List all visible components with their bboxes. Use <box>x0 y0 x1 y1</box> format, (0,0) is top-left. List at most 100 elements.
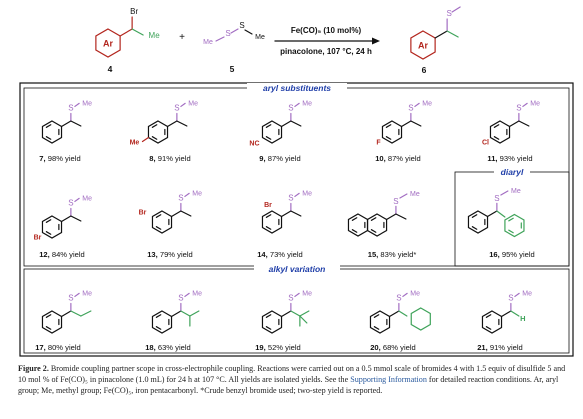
compound-12-yield-caption: 12, 84% yield <box>39 250 85 259</box>
caption-text-1: Bromide coupling partner scope in cross-… <box>18 364 566 384</box>
compound-number: 12, <box>39 250 52 259</box>
compound-13-ring-double-bond <box>155 214 162 218</box>
compound-11-sulfur-label: S <box>516 103 521 112</box>
compound-13-sme-bond <box>184 192 190 198</box>
compound-10-methyl-bond <box>410 120 422 127</box>
compound-13-yield-caption: 13, 79% yield <box>147 250 193 259</box>
product-6-me-bond <box>446 30 459 38</box>
compound-17-ring-double-bond <box>45 326 52 330</box>
compound-20-benzylic-bond <box>388 310 400 318</box>
compound-18-sme-label: Me <box>192 290 202 297</box>
compound-11-cl-label: Cl <box>482 140 489 147</box>
compound-16-sulfur-label: S <box>494 194 499 203</box>
compound-17-sme-label: Me <box>82 290 92 297</box>
compound-14-yield-caption: 14, 73% yield <box>257 250 303 259</box>
compound-21-benzylic-bond <box>500 310 512 318</box>
compound-21-yield-caption: 21, 91% yield <box>477 343 523 352</box>
compound-9-cn-label: NC <box>249 141 259 148</box>
compound-12-sulfur-label: S <box>68 198 73 207</box>
alkyl-section-title-bg <box>254 264 340 275</box>
product-6-sme-bond <box>451 6 461 13</box>
compound-16-ring-b-double-bond <box>508 217 514 222</box>
compound-20-sulfur-label: S <box>396 293 401 302</box>
compound-15-ring-a-double-bond <box>351 229 358 233</box>
compound-12-ring-double-bond <box>45 219 52 223</box>
compound-17-ring-double-bond <box>45 314 52 318</box>
compound-20-ring-double-bond <box>373 326 380 330</box>
compound-19-benzylic-bond <box>280 310 292 318</box>
compound-9-sulfur-label: S <box>288 103 293 112</box>
compound-21-ring-double-bond <box>485 314 492 318</box>
compound-20-yield-caption: 20, 68% yield <box>370 343 416 352</box>
compound-14-benzylic-bond <box>280 210 292 218</box>
compound-14-ring-double-bond <box>265 214 272 218</box>
compound-21-h-label: H <box>520 314 525 323</box>
compound-12-benzylic-bond <box>60 215 72 223</box>
compound-19-tbu-bond <box>290 310 301 317</box>
compound-17-ethyl-bond-2 <box>80 310 92 317</box>
compound-14-ring-double-bond <box>265 226 272 230</box>
compound-19-sulfur-label: S <box>288 293 293 302</box>
compound-16-me-label: Me <box>511 188 521 195</box>
compound-12-br-label: Br <box>34 235 42 242</box>
compound-21-sme-label: Me <box>522 290 532 297</box>
reactant-4-bond <box>119 28 133 37</box>
compound-11-benzylic-bond <box>508 120 520 128</box>
compound-number: 15, <box>368 250 381 259</box>
reagent-catalyst: Fe(CO)₅ (10 mol%) <box>291 26 362 35</box>
reactant-5-s2: S <box>239 21 244 30</box>
compound-21-sme-bond <box>514 292 520 298</box>
compound-10-yield-caption: 10, 87% yield <box>375 154 421 163</box>
compound-18-benzylic-bond <box>170 310 182 318</box>
compound-18-yield-caption: 18, 63% yield <box>145 343 191 352</box>
reactant-5-s1: S <box>225 29 230 38</box>
compound-12-methyl-bond <box>70 215 82 222</box>
compound-20-cy-bond <box>398 310 408 317</box>
compound-21-sulfur-label: S <box>508 293 513 302</box>
compound-18-ipr-bond <box>180 310 191 317</box>
compound-16-aryl-bond <box>496 210 506 218</box>
compound-10-ring-double-bond <box>385 124 392 128</box>
compound-13-br-label: Br <box>139 210 147 217</box>
compound-19-sme-bond <box>294 292 300 298</box>
reactant-5-number: 5 <box>230 64 235 74</box>
compound-14-sme-label: Me <box>302 190 312 197</box>
compound-8-methyl-bond <box>176 120 188 127</box>
aryl-section-title: aryl substituents <box>263 83 331 93</box>
compound-10-ring-double-bond <box>385 136 392 140</box>
product-6-number: 6 <box>422 65 427 75</box>
compound-8-yield-caption: 8, 91% yield <box>149 154 190 163</box>
compound-yield: 98% yield <box>48 154 81 163</box>
compound-20-cyclohexyl <box>410 307 431 331</box>
compound-number: 10, <box>375 154 388 163</box>
product-6-s-label: S <box>446 9 451 18</box>
supporting-information-link[interactable]: Supporting Information <box>350 375 427 384</box>
compound-10-f-label: F <box>376 140 381 147</box>
reactant-5-me-right: Me <box>255 34 265 41</box>
compound-11-ring-double-bond <box>493 124 500 128</box>
compound-7-yield-caption: 7, 98% yield <box>39 154 80 163</box>
compound-18-sme-bond <box>184 292 190 298</box>
compound-18-sulfur-label: S <box>178 293 183 302</box>
compound-15-me-label: Me <box>410 191 420 198</box>
compound-11-methyl-bond <box>518 120 530 127</box>
compound-14-sme-bond <box>294 192 300 198</box>
compound-20-sme-label: Me <box>410 290 420 297</box>
caption-text-2: for detailed reaction conditions. Ar, ar… <box>18 375 559 395</box>
compound-19-tbu-me1 <box>299 310 310 317</box>
compound-16-yield-caption: 16, 95% yield <box>489 250 535 259</box>
figure-caption: Figure 2. Bromide coupling partner scope… <box>18 363 568 396</box>
compound-13-sulfur-label: S <box>178 193 183 202</box>
compound-15-sulfur-label: S <box>393 197 398 206</box>
compound-8-ring-double-bond <box>151 124 158 128</box>
compound-7-ring-double-bond <box>45 136 52 140</box>
compound-18-ring-double-bond <box>155 326 162 330</box>
product-6-ar-label: Ar <box>418 41 428 51</box>
compound-13-benzylic-bond <box>170 210 182 218</box>
compound-15-yield-caption: 15, 83% yield* <box>368 250 417 259</box>
compound-8-sulfur-label: S <box>174 103 179 112</box>
compound-7-sme-label: Me <box>82 100 92 107</box>
compound-yield: 52% yield <box>268 343 301 352</box>
compound-number: 14, <box>257 250 270 259</box>
compound-21-ring-double-bond <box>485 326 492 330</box>
